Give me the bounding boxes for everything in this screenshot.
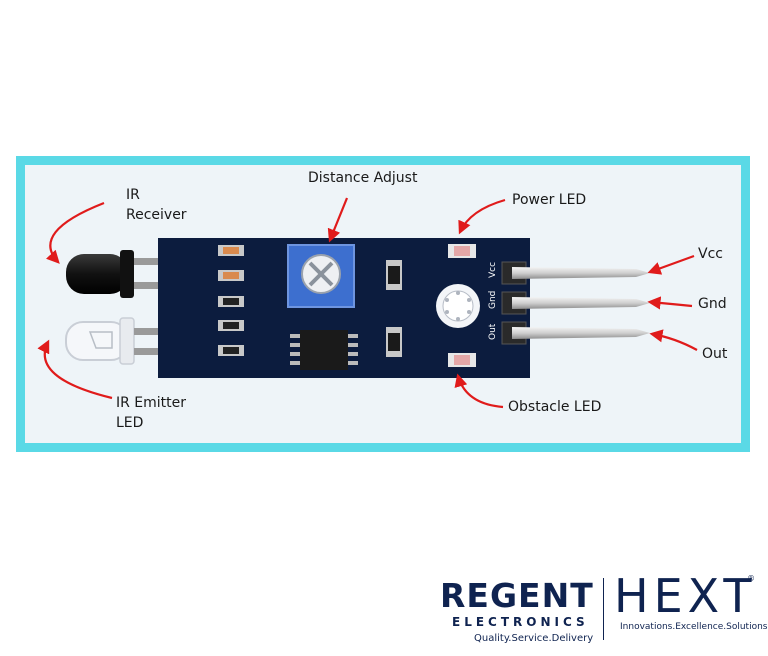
pin-label-gnd: Gnd (488, 291, 498, 309)
mounting-hole (436, 284, 480, 328)
label-out: Out (702, 346, 728, 362)
power-led (448, 244, 476, 258)
ir-receiver-component (66, 250, 170, 298)
pin-label-vcc: Vcc (488, 262, 498, 278)
label-vcc: Vcc (698, 246, 723, 262)
potentiometer (287, 244, 355, 308)
arrow-power-led (458, 198, 506, 235)
label-distance-adjust: Distance Adjust (308, 170, 418, 186)
vertical-smd-components (386, 260, 402, 357)
logo-electronics: ELECTRONICS (452, 615, 589, 629)
label-power-led: Power LED (512, 192, 587, 208)
comparator-ic (290, 330, 358, 370)
arrow-vcc (647, 254, 695, 275)
label-gnd: Gnd (698, 296, 727, 312)
obstacle-led (448, 353, 476, 367)
logo-regent-tagline: Quality.Service.Delivery (474, 633, 594, 644)
arrow-ir-receiver (45, 201, 105, 264)
pin-header (501, 261, 650, 345)
pin-label-out: Out (488, 323, 498, 340)
arrow-obstacle-led (454, 373, 504, 409)
label-ir-receiver-line2: Receiver (126, 207, 187, 223)
arrow-out (649, 329, 698, 351)
logo-registered-mark: ® (747, 574, 755, 583)
logo-divider (603, 578, 604, 640)
logo-hext: HEXT (614, 569, 757, 623)
ir-emitter-component (65, 317, 170, 365)
logo-regent: REGENT (440, 576, 594, 615)
label-ir-emitter-line1: IR Emitter (116, 395, 187, 411)
smd-components (218, 245, 244, 356)
logo-hext-tagline: Innovations.Excellence.Solutions (620, 622, 768, 632)
arrow-ir-emitter (37, 339, 113, 400)
label-ir-emitter-line2: LED (116, 415, 144, 431)
arrow-gnd (647, 296, 693, 310)
arrow-distance-adjust (327, 197, 349, 243)
label-obstacle-led: Obstacle LED (508, 399, 602, 415)
label-ir-receiver-line1: IR (126, 187, 140, 203)
